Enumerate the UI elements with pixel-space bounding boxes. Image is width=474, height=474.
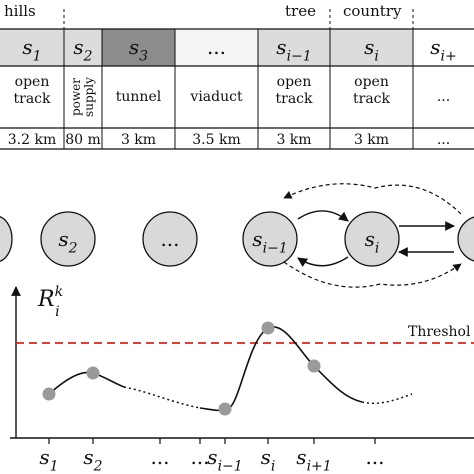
risk-point-s2 bbox=[86, 366, 100, 380]
segment-cell-2 bbox=[102, 29, 175, 66]
segment-type-label: track bbox=[276, 91, 314, 107]
x-tick-label: ... bbox=[150, 445, 169, 469]
segment-type-label: open bbox=[15, 74, 50, 90]
segment-length-label: 3.2 km bbox=[8, 132, 56, 148]
top-label-tree: tree bbox=[285, 2, 316, 20]
risk-curve-right bbox=[199, 325, 363, 412]
segment-state-label: si bbox=[364, 35, 379, 64]
x-tick-label: ... bbox=[365, 445, 384, 469]
transition-skip-top bbox=[283, 183, 462, 215]
transition-forward-top bbox=[297, 210, 349, 222]
segment-type-label: ... bbox=[437, 89, 450, 105]
segment-length-label: 3 km bbox=[276, 132, 311, 148]
x-tick-label: s1 bbox=[39, 445, 58, 474]
segment-cell-6 bbox=[413, 29, 474, 66]
segment-state-label: s1 bbox=[22, 35, 41, 64]
segment-length-label: 3 km bbox=[121, 132, 156, 148]
segment-cell-5 bbox=[330, 29, 413, 66]
graph-node bbox=[344, 211, 400, 267]
segment-type-label: tunnel bbox=[116, 89, 162, 105]
graph-node bbox=[40, 211, 96, 267]
segment-type-label: track bbox=[353, 91, 391, 107]
risk-point-si-plus-1 bbox=[307, 359, 321, 373]
graph-node bbox=[142, 211, 198, 267]
graph-node-label: si bbox=[365, 227, 380, 256]
segment-type-label: open bbox=[277, 74, 312, 90]
x-tick-label: ... bbox=[190, 445, 209, 469]
x-tick-label: si+1 bbox=[296, 445, 331, 474]
segment-state-label: si−1 bbox=[276, 35, 311, 64]
transition-back-bottom bbox=[297, 256, 349, 267]
graph-node-label: s2 bbox=[58, 227, 77, 256]
graph-node bbox=[242, 211, 298, 267]
x-tick-label: si−1 bbox=[207, 445, 242, 474]
transition-skip-bottom bbox=[283, 261, 462, 288]
segment-length-label: 3 km bbox=[354, 132, 389, 148]
graph-node-label: ... bbox=[160, 227, 179, 251]
risk-point-s1 bbox=[42, 387, 56, 401]
segment-state-label: ... bbox=[207, 35, 226, 59]
segment-type-label: open bbox=[354, 74, 389, 90]
x-tick-label: s2 bbox=[83, 445, 102, 474]
segment-type-label: powersupply bbox=[69, 77, 96, 117]
segment-cell-4 bbox=[258, 29, 330, 66]
risk-curve-tail bbox=[361, 393, 413, 405]
segment-state-label: si+ bbox=[430, 35, 456, 64]
segment-state-label: s2 bbox=[73, 35, 92, 64]
segment-cell-0 bbox=[0, 29, 64, 66]
top-label-country: country bbox=[343, 2, 402, 20]
graph-nodes: s2... si−1 si bbox=[40, 211, 400, 267]
graph-node-label: si−1 bbox=[252, 227, 287, 256]
risk-point-si bbox=[261, 321, 275, 335]
segment-length-label: ... bbox=[437, 132, 450, 148]
segment-length-label: 3.5 km bbox=[192, 132, 240, 148]
graph-node-s1-partial bbox=[0, 216, 13, 262]
state-graph: s2... si−1 si bbox=[0, 183, 474, 288]
segment-cell-3 bbox=[175, 29, 258, 66]
segment-type-label: viaduct bbox=[189, 89, 243, 105]
segment-type-label: track bbox=[14, 91, 52, 107]
threshold-label: Threshol bbox=[408, 324, 471, 340]
segment-length-label: 80 m bbox=[65, 132, 101, 148]
segment-cell-1 bbox=[64, 29, 102, 66]
risk-point-si-minus-1 bbox=[218, 402, 232, 416]
graph-node-s-next-partial bbox=[457, 216, 474, 262]
segment-state-label: s3 bbox=[129, 35, 148, 64]
risk-curve-gap bbox=[123, 386, 201, 409]
risk-curve-left bbox=[48, 371, 125, 395]
top-label-hills: hills bbox=[4, 2, 36, 20]
x-tick-label: si bbox=[261, 445, 276, 474]
